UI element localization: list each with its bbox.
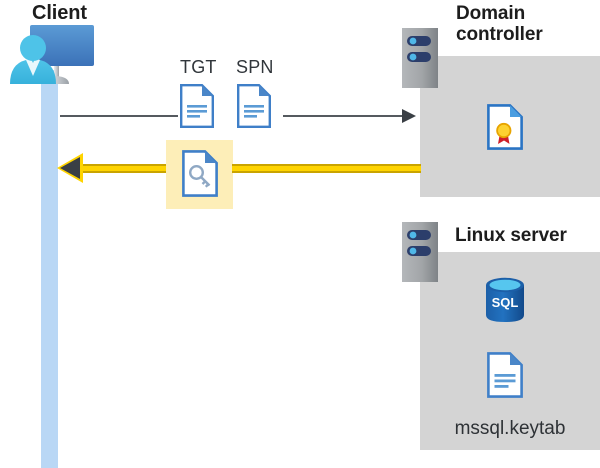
domain-controller-title: Domain controller <box>456 3 596 46</box>
linux-server-title: Linux server <box>455 225 567 246</box>
client-title: Client <box>32 2 87 24</box>
server-rack-icon <box>402 222 438 282</box>
response-arrow-line-right <box>232 164 421 173</box>
certificate-document-icon <box>487 104 523 150</box>
document-icon <box>180 84 214 128</box>
document-icon <box>237 84 271 128</box>
response-arrow-line-left <box>76 164 166 173</box>
sql-database-icon: SQL <box>484 276 526 324</box>
keytab-filename-label: mssql.keytab <box>454 418 566 439</box>
spn-label: SPN <box>236 57 274 77</box>
tgt-label: TGT <box>180 57 217 77</box>
domain-controller-title-line2: controller <box>456 24 543 46</box>
request-arrowhead-icon <box>402 109 416 123</box>
request-arrow-line-left <box>60 115 178 117</box>
service-ticket-key-document-icon <box>182 150 218 197</box>
server-rack-icon <box>402 28 438 88</box>
keytab-document-icon <box>487 352 523 398</box>
response-arrowhead-icon <box>60 157 80 179</box>
request-arrow-line-right <box>283 115 403 117</box>
sql-icon-label: SQL <box>492 295 519 310</box>
domain-controller-title-line1: Domain <box>456 3 526 24</box>
user-workstation-icon <box>4 22 100 94</box>
client-lifeline <box>41 70 58 468</box>
